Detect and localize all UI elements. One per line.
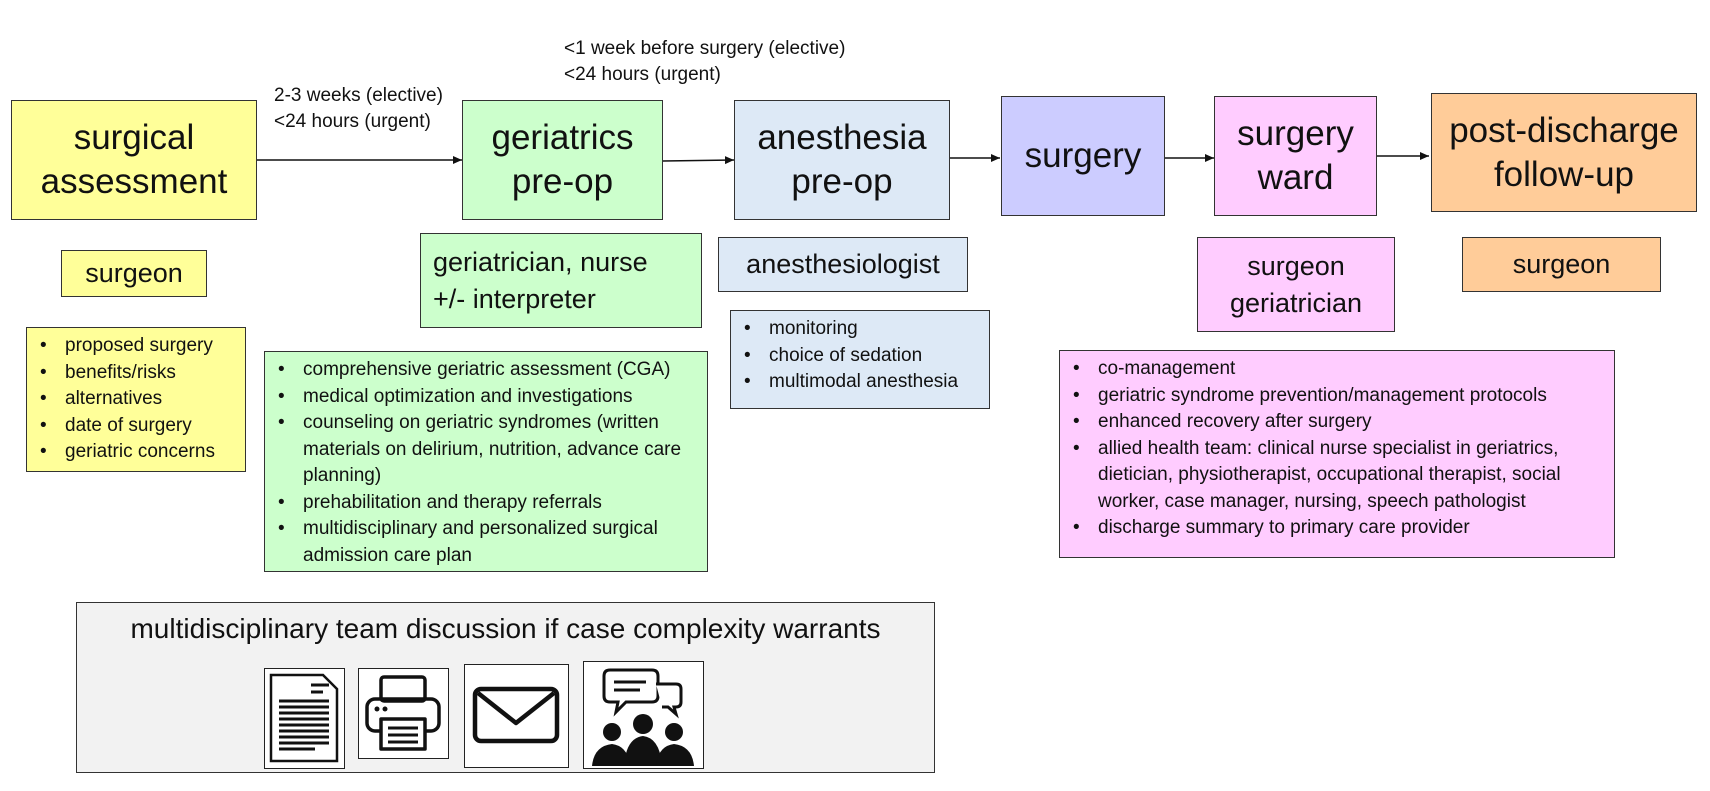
list-item: medical optimization and investigations (278, 384, 697, 411)
team-discussion-icon (583, 661, 704, 769)
stage-geriatrics-preop: geriatrics pre-op (462, 100, 663, 220)
timing-assessment-to-geriatrics: 2-3 weeks (elective) <24 hours (urgent) (274, 85, 443, 132)
stage-surgery: surgery (1001, 96, 1165, 216)
list-item: allied health team: clinical nurse speci… (1073, 436, 1604, 516)
list-item: enhanced recovery after surgery (1073, 409, 1604, 436)
list-item: monitoring (744, 316, 979, 343)
details-surgery-ward: co-management geriatric syndrome prevent… (1059, 350, 1615, 558)
list-item: proposed surgery (40, 333, 235, 360)
list-item: benefits/risks (40, 360, 235, 387)
details-surgical-assessment: proposed surgery benefits/risks alternat… (26, 327, 246, 472)
role-surgeon-geriatrician: surgeon geriatrician (1197, 237, 1395, 332)
list-item: geriatric syndrome prevention/management… (1073, 383, 1604, 410)
list-item: multimodal anesthesia (744, 369, 979, 396)
details-anesthesia-preop: monitoring choice of sedation multimodal… (730, 310, 990, 409)
envelope-icon (464, 664, 569, 768)
stage-surgery-ward: surgery ward (1214, 96, 1377, 216)
list-item: comprehensive geriatric assessment (CGA) (278, 357, 697, 384)
timing-geriatrics-to-anesthesia: <1 week before surgery (elective) <24 ho… (564, 38, 846, 85)
role-geriatrician-nurse: geriatrician, nurse +/- interpreter (420, 233, 702, 328)
details-geriatrics-preop: comprehensive geriatric assessment (CGA)… (264, 351, 708, 572)
stage-surgical-assessment: surgical assessment (11, 100, 257, 220)
mdt-title: multidisciplinary team discussion if cas… (130, 613, 881, 644)
stage-anesthesia-preop: anesthesia pre-op (734, 100, 950, 220)
list-item: date of surgery (40, 413, 235, 440)
list-item: multidisciplinary and personalized surgi… (278, 516, 697, 569)
role-surgeon-follow-up: surgeon (1462, 237, 1661, 292)
role-surgeon-assessment: surgeon (61, 250, 207, 297)
arrow-geriatrics-to-anesthesia (662, 156, 735, 165)
list-item: counseling on geriatric syndromes (writt… (278, 410, 697, 490)
list-item: co-management (1073, 356, 1604, 383)
list-item: prehabilitation and therapy referrals (278, 490, 697, 517)
document-icon (264, 668, 345, 769)
mdt-discussion-panel: multidisciplinary team discussion if cas… (76, 602, 935, 773)
printer-icon (358, 668, 449, 759)
list-item: discharge summary to primary care provid… (1073, 515, 1604, 542)
list-item: geriatric concerns (40, 439, 235, 466)
list-item: choice of sedation (744, 343, 979, 370)
list-item: alternatives (40, 386, 235, 413)
role-anesthesiologist: anesthesiologist (718, 237, 968, 292)
stage-post-discharge-follow-up: post-discharge follow-up (1431, 93, 1697, 212)
